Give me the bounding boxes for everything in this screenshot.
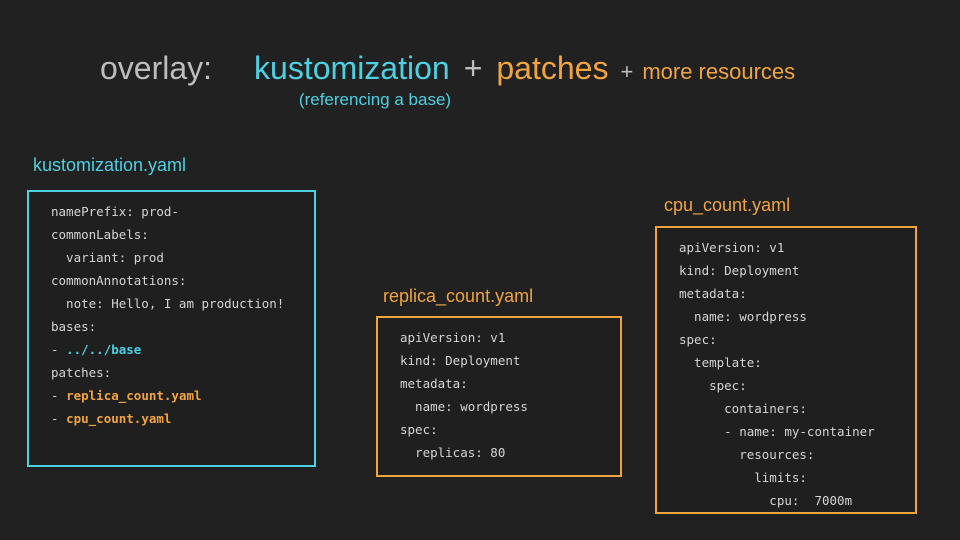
- code-segment: apiVersion: v1: [400, 330, 506, 345]
- code-segment: metadata:: [679, 286, 747, 301]
- code-segment: apiVersion: v1: [679, 240, 785, 255]
- code-segment: bases:: [51, 319, 97, 334]
- code-segment: spec:: [679, 332, 717, 347]
- file-label-replica-count: replica_count.yaml: [383, 286, 534, 306]
- code-segment: -: [51, 388, 67, 403]
- code-segment: spec:: [679, 378, 747, 393]
- code-box-kustomization: namePrefix: prod-commonLabels: variant: …: [27, 190, 316, 467]
- code-line: containers:: [679, 397, 915, 420]
- code-segment: containers:: [679, 401, 807, 416]
- code-segment: template:: [679, 355, 762, 370]
- code-segment: name: wordpress: [679, 309, 807, 324]
- code-line: variant: prod: [51, 246, 314, 269]
- title-patches: patches: [496, 50, 609, 86]
- code-line: metadata:: [679, 282, 915, 305]
- code-line: - replica_count.yaml: [51, 384, 314, 407]
- code-line: patches:: [51, 361, 314, 384]
- code-segment: -: [51, 411, 67, 426]
- code-segment: replicas: 80: [400, 445, 506, 460]
- code-line: metadata:: [400, 372, 620, 395]
- slide-title: overlay: kustomization + patches + more …: [100, 50, 795, 87]
- code-line: - ../../base: [51, 338, 314, 361]
- code-segment: ../../base: [66, 342, 142, 357]
- code-segment: commonAnnotations:: [51, 273, 187, 288]
- code-segment: -: [51, 342, 67, 357]
- code-content: namePrefix: prod-commonLabels: variant: …: [29, 192, 314, 430]
- code-line: resources:: [679, 443, 915, 466]
- code-segment: replica_count.yaml: [66, 388, 202, 403]
- code-segment: note: Hello, I am production!: [51, 296, 285, 311]
- code-segment: spec:: [400, 422, 438, 437]
- code-segment: cpu_count.yaml: [66, 411, 172, 426]
- code-line: limits:: [679, 466, 915, 489]
- code-segment: cpu: 7000m: [679, 493, 853, 508]
- code-line: bases:: [51, 315, 314, 338]
- code-segment: limits:: [679, 470, 807, 485]
- title-more-resources: more resources: [642, 59, 796, 84]
- code-line: apiVersion: v1: [400, 326, 620, 349]
- code-segment: kind: Deployment: [679, 263, 800, 278]
- code-line: spec:: [679, 328, 915, 351]
- code-segment: metadata:: [400, 376, 468, 391]
- code-segment: variant: prod: [51, 250, 164, 265]
- code-line: name: wordpress: [679, 305, 915, 328]
- code-segment: resources:: [679, 447, 815, 462]
- code-segment: kind: Deployment: [400, 353, 521, 368]
- code-line: spec:: [679, 374, 915, 397]
- code-line: apiVersion: v1: [679, 236, 915, 259]
- title-kustomization: kustomization: [254, 50, 450, 86]
- file-label-kustomization: kustomization.yaml: [33, 155, 187, 175]
- code-line: - name: my-container: [679, 420, 915, 443]
- code-line: - cpu_count.yaml: [51, 407, 314, 430]
- code-segment: namePrefix: prod-: [51, 204, 179, 219]
- code-segment: - name: my-container: [679, 424, 875, 439]
- code-line: commonAnnotations:: [51, 269, 314, 292]
- code-line: spec:: [400, 418, 620, 441]
- code-line: note: Hello, I am production!: [51, 292, 314, 315]
- code-segment: commonLabels:: [51, 227, 149, 242]
- code-line: kind: Deployment: [679, 259, 915, 282]
- title-overlay: overlay:: [100, 50, 213, 86]
- code-line: commonLabels:: [51, 223, 314, 246]
- title-subtitle: (referencing a base): [298, 90, 452, 109]
- code-line: namePrefix: prod-: [51, 200, 314, 223]
- code-line: name: wordpress: [400, 395, 620, 418]
- code-line: cpu: 7000m: [679, 489, 915, 512]
- title-plus-2: +: [620, 59, 634, 84]
- file-label-cpu-count: cpu_count.yaml: [664, 195, 791, 215]
- code-segment: name: wordpress: [400, 399, 528, 414]
- code-segment: patches:: [51, 365, 112, 380]
- code-line: kind: Deployment: [400, 349, 620, 372]
- code-line: template:: [679, 351, 915, 374]
- title-plus-1: +: [463, 50, 483, 86]
- code-line: replicas: 80: [400, 441, 620, 464]
